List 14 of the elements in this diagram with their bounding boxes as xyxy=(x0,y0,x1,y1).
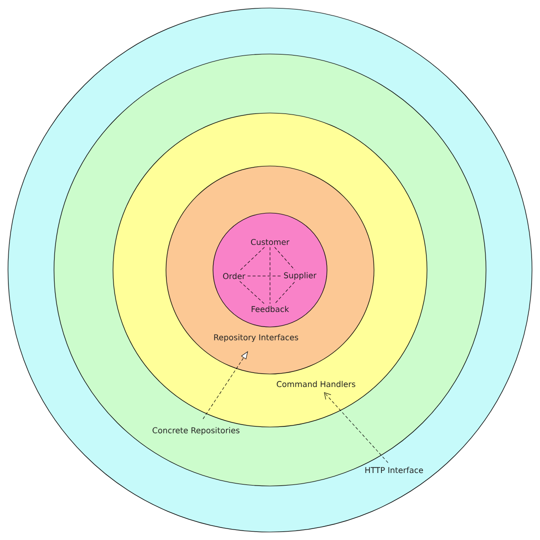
arrow xyxy=(324,392,388,463)
label-text: Repository Interfaces xyxy=(214,334,298,342)
dashed-line xyxy=(239,246,265,271)
label-text: HTTP Interface xyxy=(365,466,423,474)
label-text: Feedback xyxy=(252,306,290,312)
dashed-line xyxy=(274,282,295,304)
dashed-line xyxy=(240,281,264,304)
layer-circle xyxy=(212,212,328,328)
dashed-line xyxy=(274,246,295,270)
label-text: Concrete Repositories xyxy=(152,427,240,435)
label-text: Order xyxy=(223,272,246,280)
label-text: Customer xyxy=(251,238,290,246)
label-text: Supplier xyxy=(284,272,316,280)
label-text: Command Handlers xyxy=(276,380,356,388)
